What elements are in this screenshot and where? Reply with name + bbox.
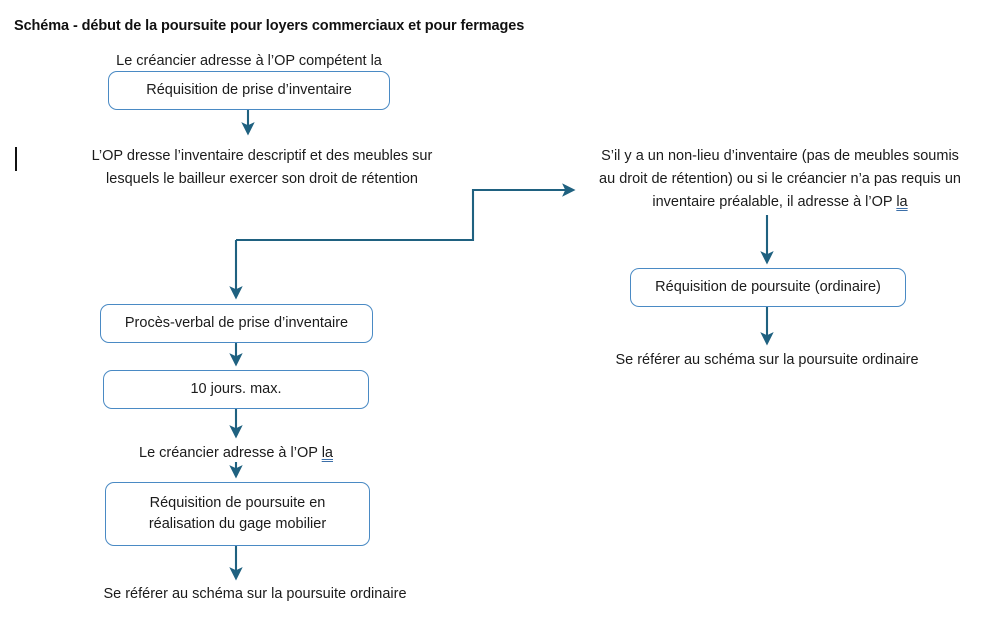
connector-note-to-right-branch [236,183,576,242]
note-op-line1: L’OP dresse l’inventaire descriptif et d… [91,148,433,164]
node-requisition-poursuite-ordinaire[interactable]: Réquisition de poursuite (ordinaire) [630,268,906,307]
note-non-lieu-line1: S’il y a un non-lieu d’inventaire (pas d… [601,148,959,164]
note-op-dresse-inventaire: L’OP dresse l’inventaire descriptif et d… [52,145,472,191]
grammar-flag-la-right: la [896,194,908,210]
node-requisition-gage-mobilier[interactable]: Réquisition de poursuite en réalisation … [105,482,370,546]
node-proces-verbal-inventaire[interactable]: Procès-verbal de prise d’inventaire [100,304,373,343]
node-requisition-prise-inventaire[interactable]: Réquisition de prise d’inventaire [108,71,390,110]
note-creancier-adresse-op: Le créancier adresse à l’OP la [86,442,386,465]
note-creancier-text: Le créancier adresse à l’OP [139,445,322,461]
text-cursor-caret [15,147,17,171]
note-non-lieu-inventaire: S’il y a un non-lieu d’inventaire (pas d… [580,145,980,214]
note-outcome-right: Se référer au schéma sur la poursuite or… [615,352,919,368]
node-gage-line1: Réquisition de poursuite en [149,495,326,511]
note-op-line2: lesquels le bailleur exercer son droit d… [106,171,418,187]
node-delai-10-jours[interactable]: 10 jours. max. [103,370,369,409]
grammar-flag-la-left: la [321,445,333,461]
note-non-lieu-line2: au droit de rétention) ou si le créancie… [599,171,961,187]
page-title: Schéma - début de la poursuite pour loye… [14,18,525,34]
node-gage-line2: réalisation du gage mobilier [148,516,327,532]
note-non-lieu-line3: inventaire préalable, il adresse à l’OP [652,194,897,210]
note-outcome-left: Se référer au schéma sur la poursuite or… [103,586,407,602]
note-intro-creancier: Le créancier adresse à l’OP compétent la [116,53,382,69]
